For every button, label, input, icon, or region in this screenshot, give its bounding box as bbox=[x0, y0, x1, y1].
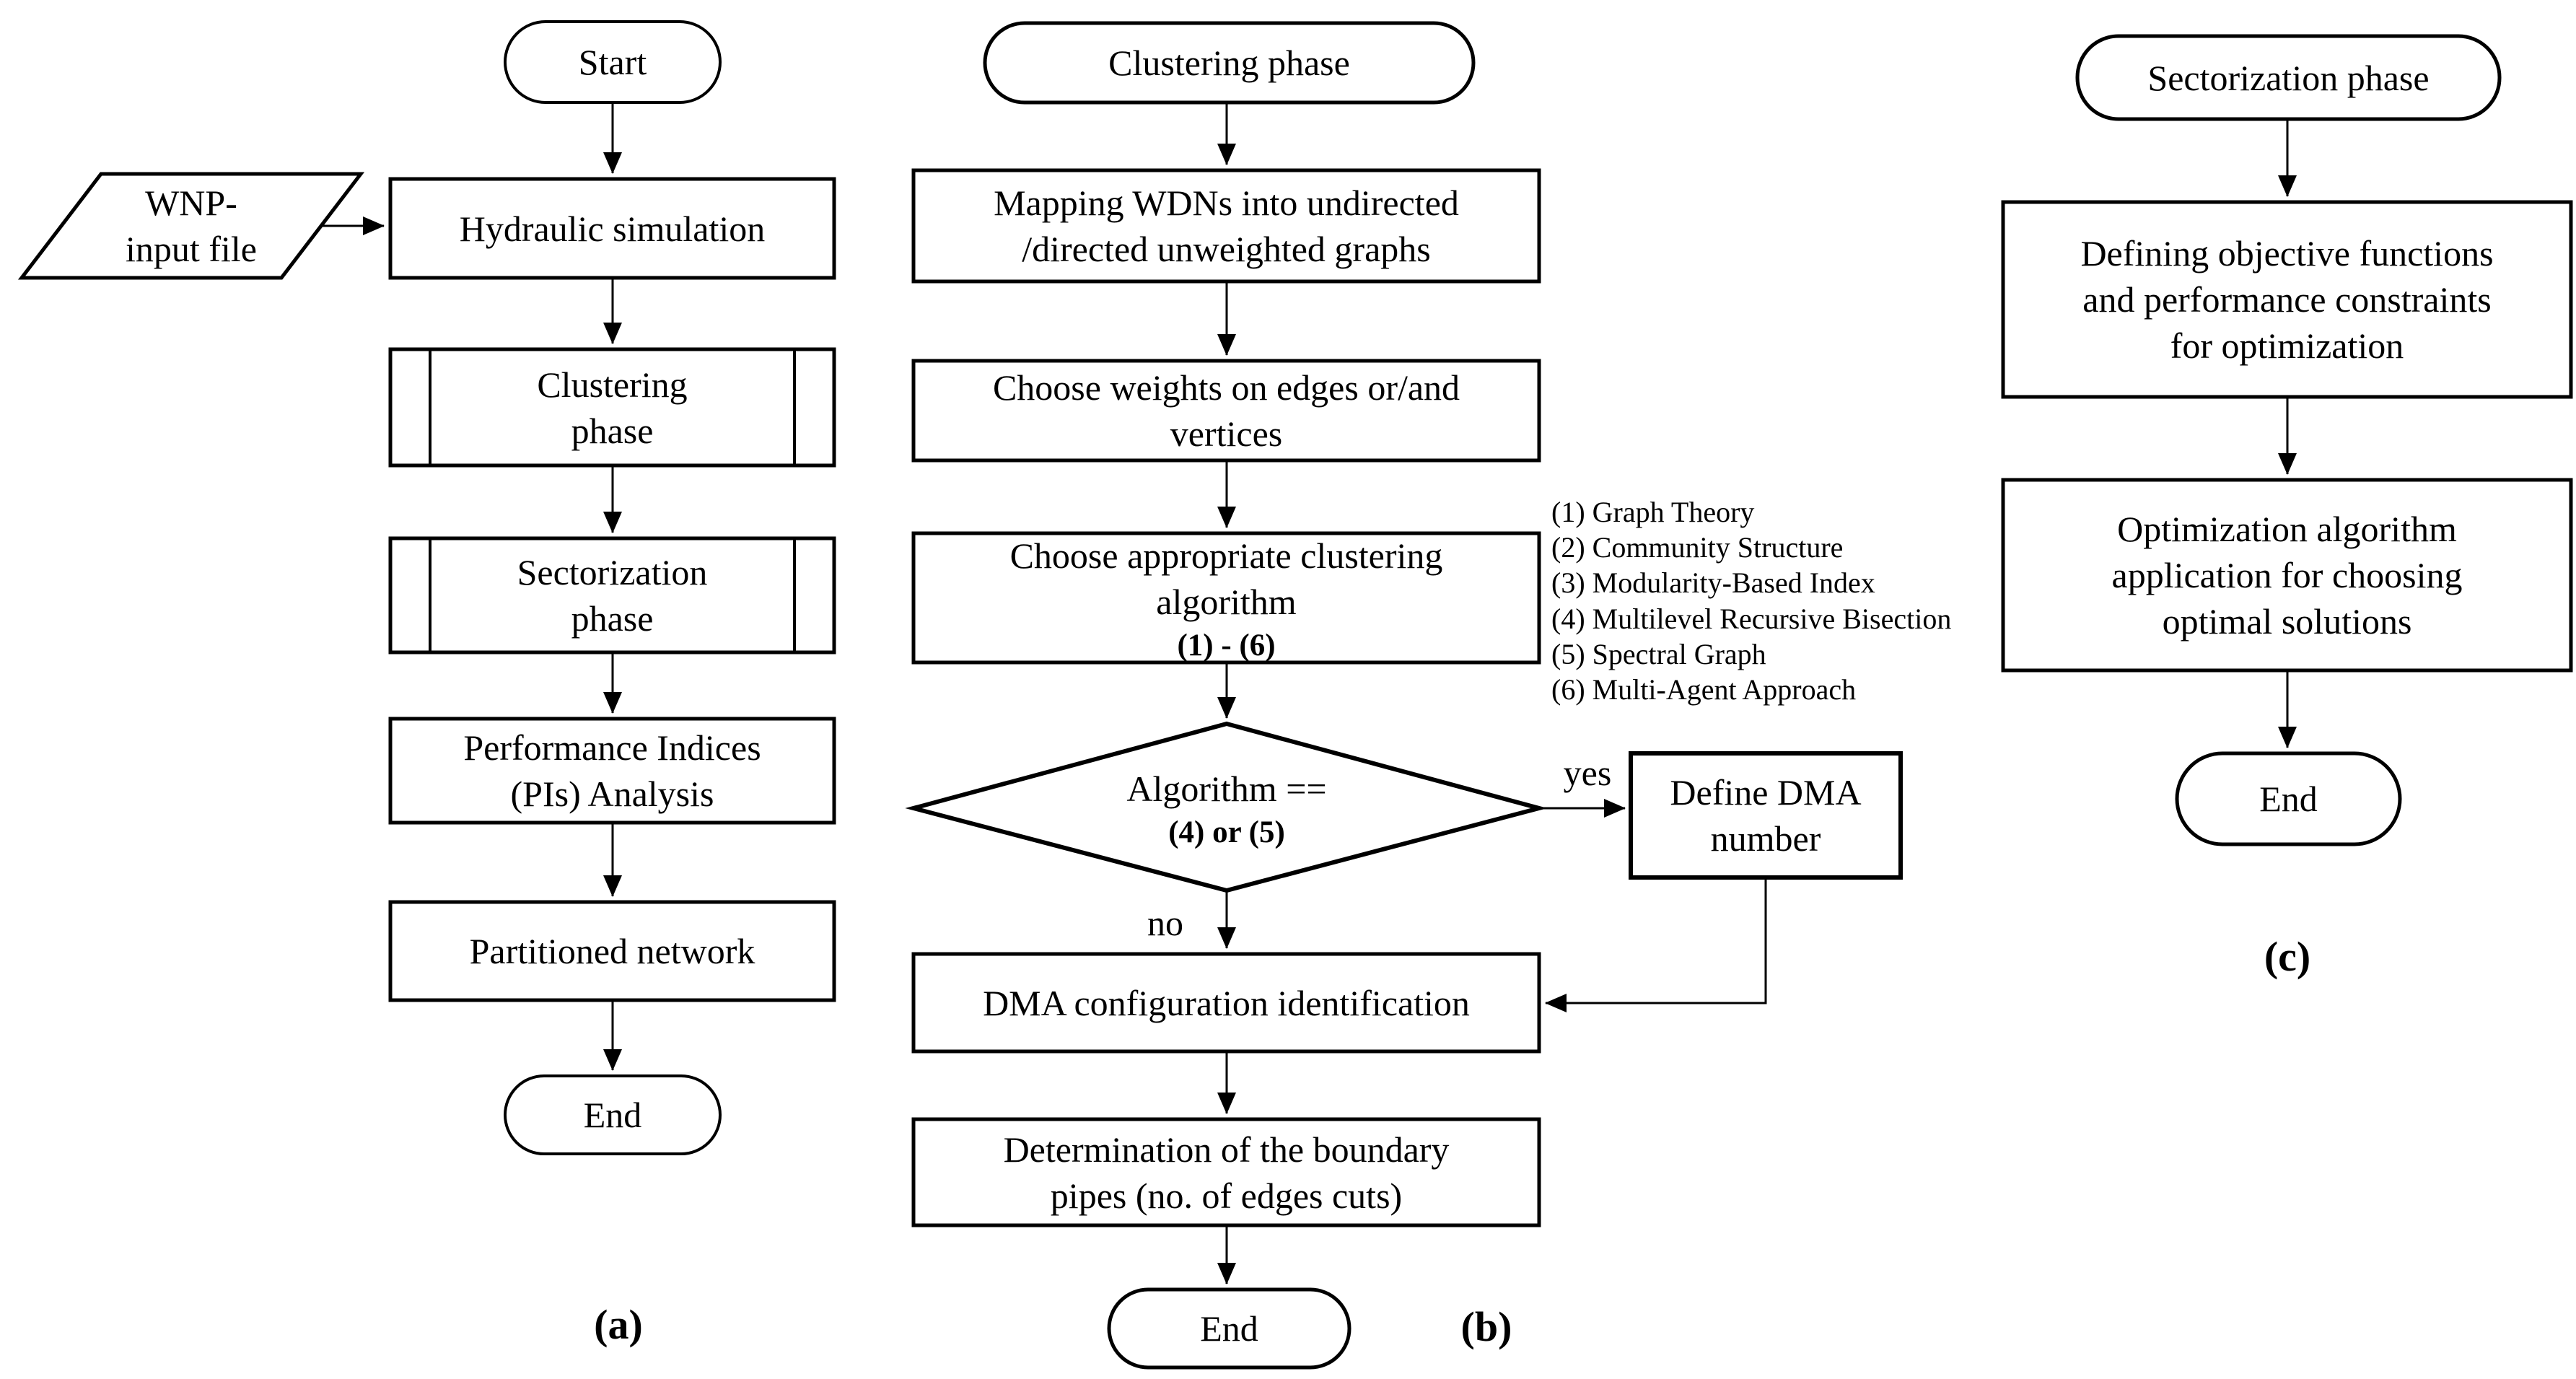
boundary-pipes-node-label: Determination of the boundary pipes (no.… bbox=[1003, 1129, 1450, 1216]
algorithm-decision-label: Algorithm == bbox=[1126, 769, 1327, 810]
algorithm-process-shape bbox=[911, 531, 1541, 665]
panel-c-caption: (c) bbox=[2264, 932, 2311, 980]
dma-configuration-node-label: DMA configuration identification bbox=[983, 982, 1470, 1023]
legend-item-2: (2) Community Structure bbox=[1551, 531, 1844, 564]
choose-algorithm-range-label: (1) - (6) bbox=[1177, 628, 1276, 662]
end-a-node: End bbox=[505, 1076, 720, 1154]
partitioned-network-node-label: Partitioned network bbox=[469, 931, 755, 971]
define-dma-number-node: Define DMA number bbox=[1631, 753, 1901, 877]
algorithm-legend: (1) Graph Theory (2) Community Structure… bbox=[1551, 498, 2028, 704]
performance-indices-node: Performance Indices (PIs) Analysis bbox=[390, 719, 834, 823]
end-b-node-label: End bbox=[1200, 1308, 1258, 1349]
mapping-wdns-node: Mapping WDNs into undirected /directed u… bbox=[914, 170, 1539, 281]
choose-weights-node-label: Choose weights on edges or/and vertices bbox=[992, 367, 1460, 454]
clustering-phase-terminator-shape bbox=[983, 21, 1476, 105]
no-branch-label: no bbox=[1147, 902, 1183, 943]
partitioned-network-node: Partitioned network bbox=[390, 902, 834, 1000]
wnp-input-parallelogram-shape bbox=[17, 172, 365, 280]
hydraulic-process-shape bbox=[388, 177, 836, 280]
end-c-terminator-shape bbox=[2175, 751, 2402, 846]
objective-functions-node: Defining objective functions and perform… bbox=[2003, 202, 2571, 397]
algorithm-decision-node: Algorithm == (4) or (5) bbox=[967, 740, 1486, 877]
optimization-algorithm-node-label: Optimization algorithm application for c… bbox=[2111, 509, 2463, 642]
hydraulic-simulation-node: Hydraulic simulation bbox=[390, 179, 834, 278]
choose-weights-node: Choose weights on edges or/and vertices bbox=[914, 361, 1539, 460]
objectives-process-shape bbox=[2001, 200, 2573, 399]
end-a-node-label: End bbox=[583, 1095, 642, 1135]
sectorization-phase-title-node: Sectorization phase bbox=[2077, 36, 2500, 119]
clustering-phase-title-label: Clustering phase bbox=[1108, 43, 1350, 83]
optimization-process-shape bbox=[2001, 478, 2573, 673]
yes-branch-label: yes bbox=[1563, 752, 1612, 793]
end-a-terminator-shape bbox=[504, 1074, 722, 1155]
dma-configuration-node: DMA configuration identification bbox=[914, 954, 1539, 1051]
weights-process-shape bbox=[911, 359, 1541, 463]
arrow-define-dma-to-dma-config bbox=[1545, 877, 1767, 1012]
objective-functions-node-label: Defining objective functions and perform… bbox=[2080, 233, 2494, 366]
hydraulic-simulation-node-label: Hydraulic simulation bbox=[459, 208, 766, 249]
sectorization-subroutine-shape bbox=[388, 536, 836, 655]
boundary-pipes-node: Determination of the boundary pipes (no.… bbox=[914, 1119, 1539, 1225]
performance-indices-node-label: Performance Indices (PIs) Analysis bbox=[463, 727, 761, 814]
start-node: Start bbox=[505, 22, 720, 102]
clustering-subroutine-shape bbox=[388, 347, 836, 468]
define-dma-process-shape bbox=[1629, 751, 1903, 880]
define-dma-number-node-label: Define DMA number bbox=[1670, 772, 1862, 859]
partitioned-process-shape bbox=[388, 900, 836, 1002]
panel-a-caption: (a) bbox=[594, 1300, 643, 1348]
clustering-phase-subroutine-label: Clustering phase bbox=[537, 364, 688, 451]
panel-b-caption: (b) bbox=[1460, 1303, 1512, 1350]
legend-item-4: (4) Multilevel Recursive Bisection bbox=[1551, 602, 1952, 635]
legend-item-1: (1) Graph Theory bbox=[1551, 496, 1755, 528]
sectorization-phase-title-label: Sectorization phase bbox=[2147, 57, 2430, 98]
mapping-wdns-node-label: Mapping WDNs into undirected /directed u… bbox=[994, 183, 1459, 269]
mapping-process-shape bbox=[911, 168, 1541, 284]
choose-algorithm-node: Choose appropriate clustering algorithm … bbox=[914, 533, 1539, 662]
clustering-phase-subroutine-node: Clustering phase bbox=[390, 349, 834, 465]
start-node-label: Start bbox=[578, 42, 647, 82]
sectorization-phase-subroutine-label: Sectorization phase bbox=[517, 552, 708, 639]
algorithm-decision-condition-label: (4) or (5) bbox=[1168, 815, 1285, 850]
legend-item-6: (6) Multi-Agent Approach bbox=[1551, 673, 1857, 706]
end-c-node: End bbox=[2177, 753, 2400, 844]
wnp-input-node-label: WNP- input file bbox=[126, 183, 257, 269]
end-b-node: End bbox=[1109, 1290, 1349, 1367]
legend-item-5: (5) Spectral Graph bbox=[1551, 637, 1766, 670]
dma-config-process-shape bbox=[911, 952, 1541, 1054]
performance-process-shape bbox=[388, 717, 836, 825]
optimization-algorithm-node: Optimization algorithm application for c… bbox=[2003, 480, 2571, 670]
wnp-input-node: WNP- input file bbox=[69, 174, 314, 278]
legend-item-3: (3) Modularity-Based Index bbox=[1551, 566, 1875, 600]
choose-algorithm-node-label: Choose appropriate clustering algorithm bbox=[1009, 535, 1443, 622]
end-c-node-label: End bbox=[2259, 779, 2318, 819]
end-b-terminator-shape bbox=[1107, 1287, 1351, 1370]
clustering-phase-title-node: Clustering phase bbox=[985, 23, 1473, 102]
sectorization-phase-subroutine-node: Sectorization phase bbox=[390, 538, 834, 652]
boundary-process-shape bbox=[911, 1117, 1541, 1227]
